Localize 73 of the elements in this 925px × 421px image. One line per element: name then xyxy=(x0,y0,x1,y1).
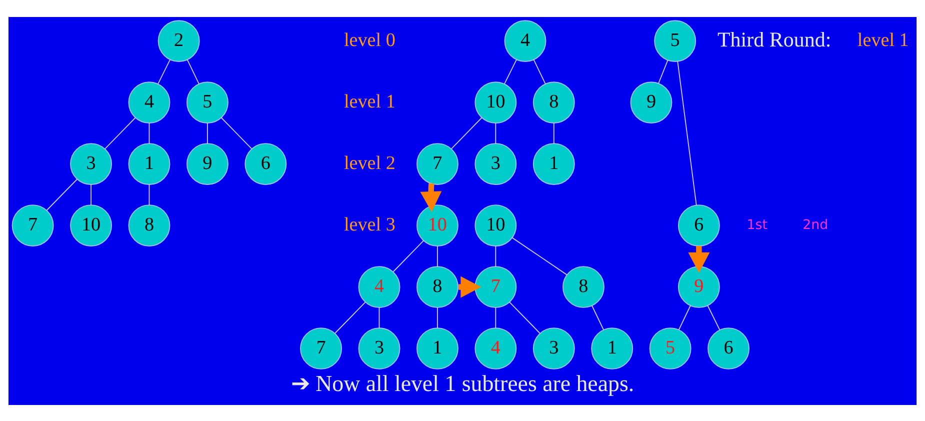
node-circle: 5 xyxy=(654,20,696,62)
connector xyxy=(707,304,720,330)
node-circle: 10 xyxy=(416,204,458,246)
connector xyxy=(451,116,482,149)
connector xyxy=(90,184,92,206)
node-circle: 1 xyxy=(532,142,575,184)
label: level 0 xyxy=(344,29,396,50)
connector xyxy=(104,116,136,149)
connector xyxy=(436,245,438,267)
connector xyxy=(158,58,171,84)
connector xyxy=(436,306,438,328)
connector xyxy=(504,58,518,84)
node-circle: 1 xyxy=(416,327,458,369)
connector xyxy=(186,58,200,84)
connector xyxy=(658,59,668,84)
node-circle: 7 xyxy=(300,327,342,369)
node-circle: 3 xyxy=(474,142,517,184)
connector xyxy=(677,60,697,206)
label: level 3 xyxy=(344,214,396,235)
node-circle: 10 xyxy=(474,204,517,246)
caption: ➔ Now all level 1 subtrees are heaps. xyxy=(290,370,634,396)
node-circle: 3 xyxy=(532,327,575,369)
connector xyxy=(678,304,691,330)
node-circle: 4 xyxy=(474,327,517,369)
node-circle: 3 xyxy=(358,327,400,369)
label: level 1 xyxy=(857,29,909,50)
connector xyxy=(495,245,496,267)
connector xyxy=(148,122,150,144)
label: 1st xyxy=(746,218,768,233)
node-circle: 4 xyxy=(128,81,170,123)
node-circle: 8 xyxy=(562,266,604,308)
node-circle: 3 xyxy=(70,142,112,184)
node-circle: 8 xyxy=(416,266,458,308)
node-circle: 4 xyxy=(504,20,546,62)
label: Third Round: xyxy=(717,26,832,51)
connector xyxy=(148,184,150,206)
label: level 1 xyxy=(344,90,396,112)
node-circle: 7 xyxy=(474,266,517,308)
node-circle: 1 xyxy=(591,327,634,369)
node-circle: 7 xyxy=(416,142,458,184)
node-circle: 5 xyxy=(186,81,228,123)
connector xyxy=(553,122,554,144)
connector xyxy=(206,122,208,144)
connector xyxy=(220,116,252,149)
connector xyxy=(591,304,604,330)
connector xyxy=(46,178,78,210)
label: level 2 xyxy=(344,152,396,174)
node-circle: 4 xyxy=(358,266,400,308)
node-circle: 6 xyxy=(244,142,287,184)
node-circle: 1 xyxy=(128,142,170,184)
arrow xyxy=(688,245,710,272)
node-circle: 9 xyxy=(678,266,720,308)
node-circle: 8 xyxy=(532,81,575,123)
node-circle: 9 xyxy=(630,81,672,123)
node-circle: 10 xyxy=(70,204,112,246)
node-circle: 9 xyxy=(186,142,228,184)
node-circle: 5 xyxy=(649,327,692,369)
node-circle: 7 xyxy=(12,204,54,246)
connector xyxy=(512,236,568,275)
node-circle: 6 xyxy=(708,327,750,369)
connector xyxy=(495,122,496,144)
connector xyxy=(495,306,496,328)
connector xyxy=(508,301,540,334)
node-circle: 6 xyxy=(678,204,720,246)
connector xyxy=(533,58,546,84)
label: 2nd xyxy=(802,218,828,233)
node-circle: 8 xyxy=(128,204,170,246)
connector xyxy=(392,240,424,272)
connector xyxy=(378,306,380,328)
node-circle: 2 xyxy=(158,20,200,62)
node-circle: 10 xyxy=(474,81,517,123)
connector xyxy=(334,301,366,334)
arrow xyxy=(420,182,442,212)
